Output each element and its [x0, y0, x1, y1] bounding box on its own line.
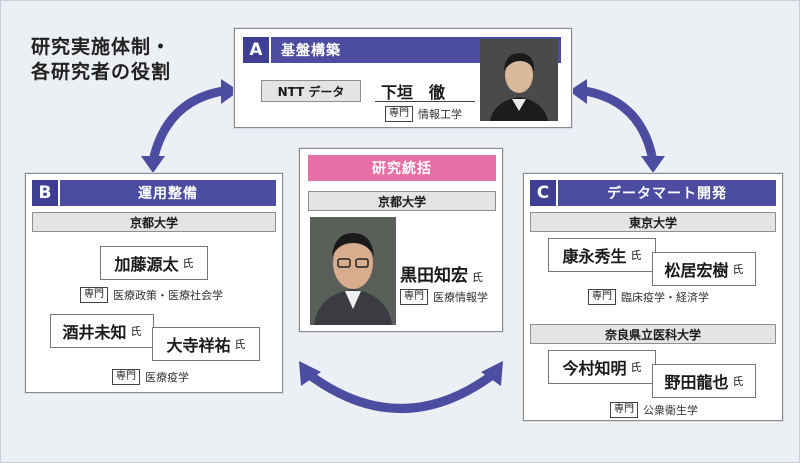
box-b-specialty-1: 専門 医療政策・医療社会学	[80, 287, 223, 303]
box-c-person-noda: 野田龍也氏	[652, 364, 756, 398]
box-b-person-odera: 大寺祥祐氏	[152, 327, 260, 361]
box-c-header: C データマート開発	[530, 180, 776, 206]
box-b-title: 運用整備	[138, 186, 198, 202]
diagram-title: 研究実施体制・ 各研究者の役割	[31, 35, 171, 85]
box-b-field-1: 医療政策・医療社会学	[113, 289, 223, 302]
specialty-tag: 専門	[610, 402, 638, 418]
arrowhead-a-b-top	[221, 79, 239, 104]
box-center-org: 京都大学	[308, 191, 496, 211]
specialty-tag: 専門	[112, 369, 140, 385]
box-a-name-underline	[375, 101, 475, 102]
arrowhead-b-c-right	[481, 361, 503, 386]
box-c-org-1: 東京大学	[530, 212, 776, 232]
box-b-person-kato: 加藤源太氏	[100, 246, 208, 280]
box-b-header: B 運用整備	[32, 180, 276, 206]
box-center-person-name: 黒田知宏	[400, 266, 468, 286]
box-a-photo	[480, 39, 558, 121]
box-center-coordination: 研究統括 京都大学 黒田知宏氏 専門 医療情報学	[299, 148, 503, 332]
box-center-person: 黒田知宏氏	[400, 261, 483, 286]
arrow-a-b	[148, 86, 224, 163]
arrowhead-a-c-bottom	[641, 156, 665, 173]
box-b-letter: B	[32, 180, 60, 206]
specialty-tag: 専門	[80, 287, 108, 303]
box-c-letter: C	[530, 180, 558, 206]
box-center-field: 医療情報学	[433, 291, 488, 304]
box-c-person-matsui: 松居宏樹氏	[652, 252, 756, 286]
title-line-2: 各研究者の役割	[31, 61, 172, 83]
box-b-specialty-2: 専門 医療疫学	[112, 369, 189, 385]
box-a-letter: A	[243, 37, 271, 63]
box-c-field-2: 公衆衛生学	[643, 404, 698, 417]
box-c-specialty-2: 専門 公衆衛生学	[610, 402, 698, 418]
box-c-org-2: 奈良県立医科大学	[530, 324, 776, 344]
portrait-kuroda-image	[310, 217, 396, 325]
box-c-person-imamura: 今村知明氏	[548, 350, 656, 384]
box-a-infrastructure: A 基盤構築 NTT データ 下垣 徹 専門 情報工学	[234, 28, 572, 128]
arrow-b-c	[308, 372, 494, 413]
box-b-operations: B 運用整備 京都大学 加藤源太氏 専門 医療政策・医療社会学 酒井未知氏 大寺…	[25, 173, 283, 393]
box-a-title: 基盤構築	[281, 43, 341, 59]
portrait-shimogaki-image	[480, 39, 558, 121]
box-a-person-name: 下垣 徹	[381, 83, 446, 102]
box-c-specialty-1: 専門 臨床疫学・経済学	[588, 289, 709, 305]
box-center-specialty: 専門 医療情報学	[400, 289, 488, 305]
box-b-field-2: 医療疫学	[145, 371, 189, 384]
specialty-tag: 専門	[400, 289, 428, 305]
box-center-title: 研究統括	[372, 161, 432, 177]
specialty-tag: 専門	[385, 106, 413, 122]
box-a-field: 情報工学	[418, 108, 462, 121]
box-a-org: NTT データ	[261, 80, 361, 102]
specialty-tag: 専門	[588, 289, 616, 305]
arrowhead-a-b-bottom	[141, 156, 165, 173]
box-c-field-1: 臨床疫学・経済学	[621, 291, 709, 304]
box-b-person-sakai: 酒井未知氏	[50, 314, 154, 348]
arrowhead-b-c-left	[299, 361, 321, 386]
box-a-specialty: 専門 情報工学	[385, 106, 462, 122]
arrowhead-a-c-top	[569, 79, 587, 104]
box-c-datamart: C データマート開発 東京大学 康永秀生氏 松居宏樹氏 専門 臨床疫学・経済学 …	[523, 173, 783, 421]
honorific: 氏	[472, 271, 483, 284]
box-c-title: データマート開発	[607, 186, 727, 202]
box-c-person-yasunaga: 康永秀生氏	[548, 238, 656, 272]
arrow-a-c	[584, 86, 658, 162]
box-b-org: 京都大学	[32, 212, 276, 232]
box-center-header: 研究統括	[308, 155, 496, 181]
title-line-1: 研究実施体制・	[31, 36, 172, 58]
box-center-photo	[310, 217, 396, 325]
